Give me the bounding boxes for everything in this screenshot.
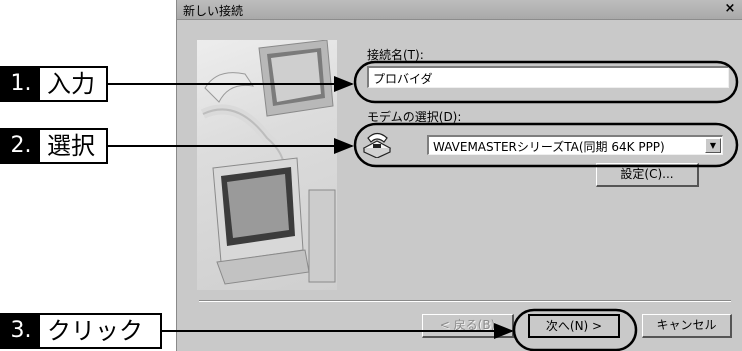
close-button[interactable]: ×: [724, 1, 736, 16]
connection-name-input[interactable]: プロバイダ: [367, 66, 729, 88]
computer-illustration: [197, 40, 337, 290]
callout-step-2: 2. 選択: [0, 128, 108, 164]
next-button[interactable]: 次へ(N) >: [528, 314, 620, 338]
settings-button[interactable]: 設定(C)...: [596, 163, 699, 187]
modem-select-label: モデムの選択(D):: [367, 110, 462, 124]
callout-number: 3.: [2, 315, 40, 347]
callout-label: クリック: [47, 317, 143, 345]
modem-select-value: WAVEMASTERシリーズTA(同期 64K PPP): [433, 140, 665, 154]
next-button-label: 次へ(N) >: [545, 319, 603, 333]
cancel-button[interactable]: キャンセル: [642, 314, 732, 338]
back-button[interactable]: < 戻る(B): [422, 314, 514, 338]
new-connection-dialog: 新しい接続 × 接続名(T): プロバイダ モデムの選択(D):: [176, 0, 742, 351]
modem-phone-icon: [362, 132, 392, 158]
chevron-down-icon[interactable]: ▼: [705, 138, 721, 153]
callout-label: 選択: [47, 132, 95, 160]
connection-name-label: 接続名(T):: [367, 48, 424, 62]
callout-number: 1.: [2, 68, 40, 100]
callout-step-3: 3. クリック: [0, 313, 162, 349]
callout-label: 入力: [47, 70, 95, 98]
divider: [199, 300, 731, 302]
callout-number: 2.: [2, 130, 40, 162]
dialog-title: 新しい接続: [183, 4, 244, 18]
callout-step-1: 1. 入力: [0, 66, 108, 102]
title-bar: 新しい接続 ×: [177, 0, 742, 20]
modem-select[interactable]: WAVEMASTERシリーズTA(同期 64K PPP) ▼: [427, 135, 723, 155]
